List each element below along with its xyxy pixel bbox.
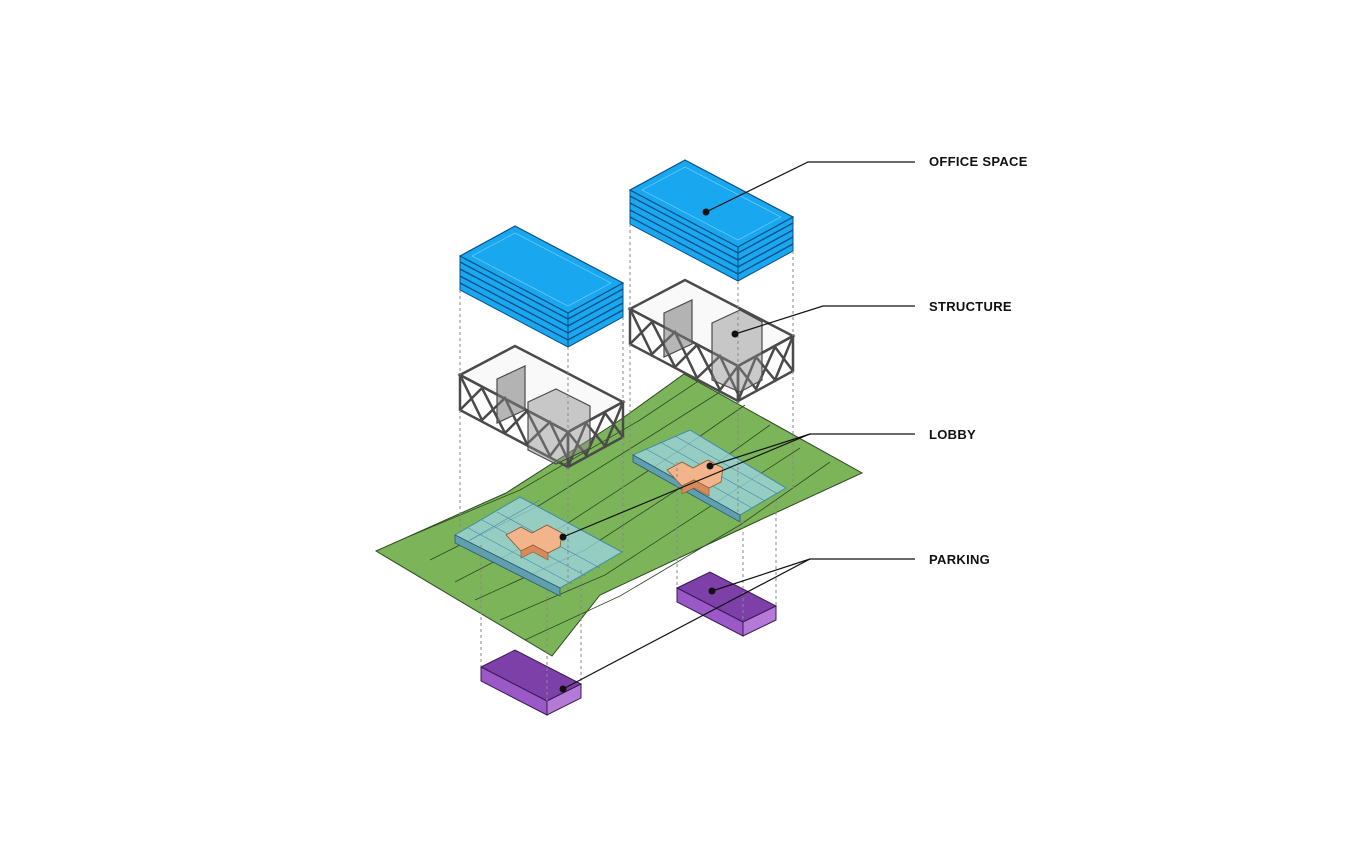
parking-block-left <box>479 649 583 716</box>
lobby-marker-dot-right <box>706 462 714 470</box>
lobby-building-left <box>453 496 624 597</box>
label-lobby: LOBBY <box>929 427 976 442</box>
structure-truss-right <box>627 278 796 404</box>
projection-lines <box>459 224 794 701</box>
parking-marker-dot-right <box>708 587 716 595</box>
parking-marker-dot-left <box>559 685 567 693</box>
lobby-marker-dot-left <box>559 533 567 541</box>
leader-dots <box>559 208 739 693</box>
office-block-right <box>628 159 795 282</box>
structure-marker-dot <box>731 330 739 338</box>
office-space-marker-dot <box>702 208 710 216</box>
label-office-space: OFFICE SPACE <box>929 154 1028 169</box>
leader-lines <box>562 161 915 690</box>
site-ground-plane <box>374 373 864 657</box>
parking-block-right <box>675 571 778 637</box>
office-block-left <box>458 225 625 348</box>
label-parking: PARKING <box>929 552 990 567</box>
label-structure: STRUCTURE <box>929 299 1012 314</box>
